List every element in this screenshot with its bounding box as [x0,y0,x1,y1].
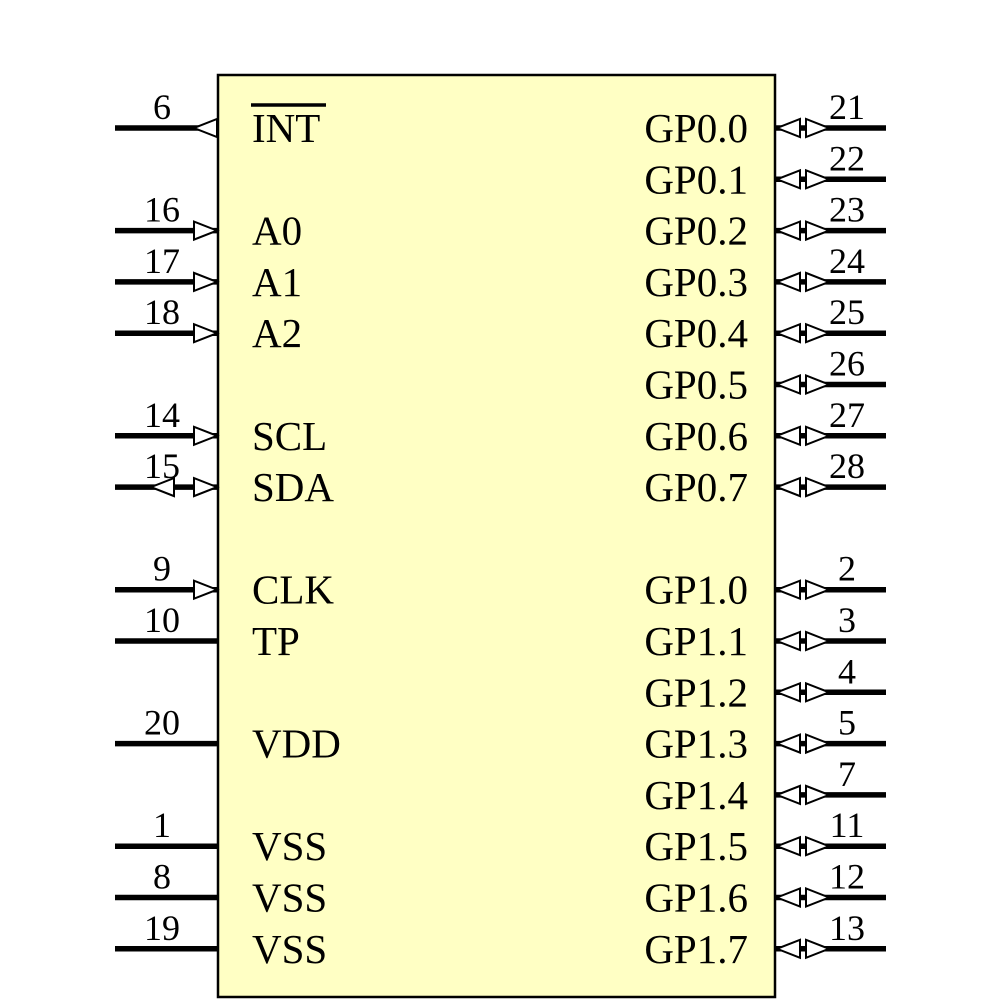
pin-label: A1 [252,259,302,305]
bidirectional-arrow-icon [774,374,801,395]
pin-label: GP0.4 [644,310,748,356]
pin-label: VSS [252,875,327,921]
pin-number: 18 [144,292,180,332]
bidirectional-arrow-icon [774,117,801,139]
pin-label: GP0.6 [644,413,748,459]
pin-label: GP1.4 [644,772,748,818]
pin-number: 12 [829,857,865,897]
bidirectional-arrow-icon [774,887,801,908]
pin-label: SCL [252,413,327,459]
bidirectional-arrow-icon [805,938,832,960]
pin-number: 22 [829,138,865,178]
input-arrow-icon [193,271,220,293]
bidirectional-arrow-icon [805,168,832,190]
bidirectional-arrow-icon [805,835,832,857]
pin-number: 9 [153,549,171,589]
bidirectional-arrow-icon [805,117,832,139]
bidirectional-arrow-icon [805,271,832,293]
pin-label: GP0.7 [644,464,748,510]
bidirectional-arrow-icon [805,476,832,498]
pin-number: 20 [144,703,180,743]
pin-label: SDA [252,464,334,510]
bidirectional-arrow-icon [805,733,832,755]
bidirectional-arrow-icon [805,887,832,908]
pin-label: GP0.2 [644,208,748,254]
pin-number: 7 [838,754,856,794]
output-arrow-icon [191,117,218,139]
bidirectional-arrow-icon [805,579,832,601]
bidirectional-arrow-icon [805,220,832,242]
bidirectional-arrow-icon [774,220,801,242]
pin-number: 6 [153,87,171,127]
pin-number: 5 [838,703,856,743]
pin-number: 24 [829,241,865,281]
pin-number: 23 [829,190,865,230]
pin-label: CLK [252,567,334,613]
pin-number: 25 [829,292,865,332]
pin-label: A0 [252,208,302,254]
pin-label: GP0.5 [644,362,748,408]
pin-label: GP1.7 [644,926,748,972]
bidirectional-arrow-icon [774,938,801,960]
pin-number: 2 [838,549,856,589]
bidirectional-arrow-icon [805,425,832,447]
pin-number: 14 [144,395,180,435]
pin-number: 19 [144,908,180,948]
bidirectional-arrow-icon [774,168,801,190]
bidirectional-arrow-icon [805,630,832,652]
bidirectional-arrow-icon [774,630,801,652]
bidirectional-arrow-icon [193,476,220,498]
pin-number: 1 [153,805,171,845]
pin-label: GP1.6 [644,875,748,921]
pin-label: GP0.0 [644,105,748,151]
pin-label: GP1.2 [644,669,748,715]
input-arrow-icon [193,220,220,242]
pin-number: 10 [144,600,180,640]
bidirectional-arrow-icon [148,476,175,498]
bidirectional-arrow-icon [805,784,832,806]
pin-label: GP0.3 [644,259,748,305]
pin-number: 16 [144,190,180,230]
bidirectional-arrow-icon [774,425,801,447]
bidirectional-arrow-icon [774,733,801,755]
pin-label: GP1.1 [644,618,748,664]
bidirectional-arrow-icon [774,835,801,857]
pin-label: GP1.3 [644,721,748,767]
pin-label: A2 [252,310,302,356]
bidirectional-arrow-icon [805,374,832,395]
pin-number: 8 [153,857,171,897]
bidirectional-arrow-icon [805,322,832,344]
bidirectional-arrow-icon [805,681,832,703]
bidirectional-arrow-icon [774,784,801,806]
pin-number: 26 [829,344,865,384]
pin-number: 3 [838,600,856,640]
pin-label: GP1.0 [644,567,748,613]
pin-label: VDD [252,721,341,767]
pin-label: INT [252,105,320,151]
pin-number: 11 [830,805,865,845]
chip-body [216,73,777,999]
pin-label: GP1.5 [644,823,748,869]
pin-label: GP0.1 [644,156,748,202]
input-arrow-icon [193,425,220,447]
pin-label: VSS [252,823,327,869]
bidirectional-arrow-icon [774,322,801,344]
input-arrow-icon [193,579,220,601]
pin-number: 27 [829,395,865,435]
pin-label: VSS [252,926,327,972]
pin-number: 13 [829,908,865,948]
pin-label: TP [252,618,300,664]
bidirectional-arrow-icon [774,271,801,293]
pin-number: 21 [829,87,865,127]
pin-number: 4 [838,651,856,691]
bidirectional-arrow-icon [774,681,801,703]
pin-number: 17 [144,241,180,281]
input-arrow-icon [193,322,220,344]
pin-number: 28 [829,446,865,486]
bidirectional-arrow-icon [774,476,801,498]
bidirectional-arrow-icon [774,579,801,601]
